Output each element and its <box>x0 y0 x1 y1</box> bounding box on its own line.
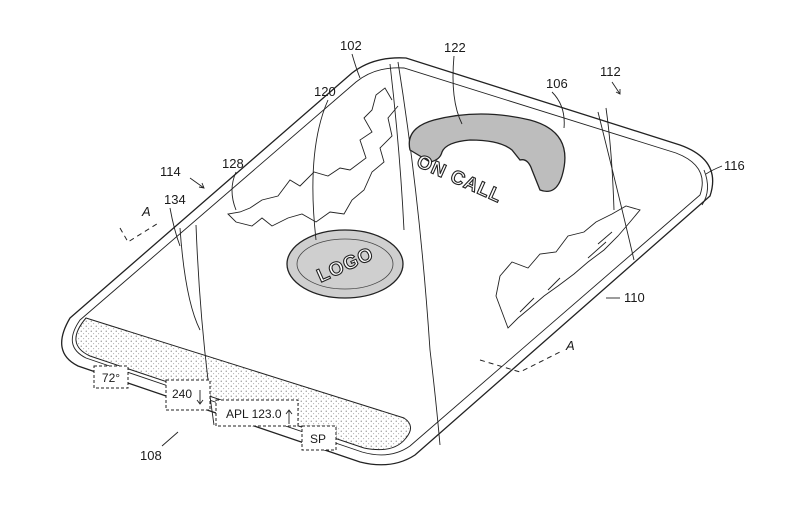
ref-116: 116 <box>724 158 745 173</box>
ref-120: 120 <box>314 84 336 99</box>
right-curve-line-2 <box>597 111 635 261</box>
up-arrow-icon <box>285 409 293 424</box>
ticker-value: APL 123.0 <box>226 407 282 421</box>
center-curve-line <box>397 61 441 446</box>
leader-116 <box>705 165 723 175</box>
section-line-right <box>479 351 561 373</box>
leader-112 <box>611 81 621 95</box>
right-edge-line <box>701 169 708 206</box>
leader-120 <box>312 99 329 241</box>
ref-122: 122 <box>444 40 466 55</box>
leader-122 <box>452 55 463 125</box>
logo-ellipse <box>286 229 404 299</box>
left-curve-line-2 <box>195 224 215 426</box>
leader-102 <box>351 53 361 79</box>
ref-110: 110 <box>624 290 645 305</box>
device-inner-outline <box>71 67 703 456</box>
leader-134 <box>169 207 181 247</box>
device-outer-outline <box>61 57 714 466</box>
map-hatching-right <box>519 231 613 313</box>
section-marker-bottom-right: A <box>565 338 575 353</box>
ticker-box <box>215 399 299 427</box>
left-curve-line <box>179 227 201 331</box>
section-marker-top-left: A <box>141 204 151 219</box>
map-coastline-top <box>227 87 399 227</box>
altitude-box <box>165 379 211 411</box>
ref-128: 128 <box>222 156 244 171</box>
ref-102: 102 <box>340 38 362 53</box>
leader-114 <box>189 177 205 189</box>
right-curve-line <box>605 107 615 211</box>
map-coastline-right <box>495 205 641 329</box>
ref-114: 114 <box>160 164 181 179</box>
leader-106 <box>551 91 565 129</box>
sp-box <box>301 425 337 451</box>
sp-value: SP <box>310 432 326 446</box>
ref-134: 134 <box>164 192 186 207</box>
temperature-value: 72° <box>102 371 120 385</box>
down-arrow-icon <box>196 390 204 405</box>
leader-128 <box>231 171 237 211</box>
section-line-left <box>119 221 161 243</box>
ref-108: 108 <box>140 448 162 463</box>
altitude-value: 240 <box>172 387 192 401</box>
on-call-label: ON CALL <box>413 151 505 207</box>
ref-112: 112 <box>600 64 621 79</box>
logo-ellipse-inner <box>296 238 394 290</box>
bottom-display-region <box>75 317 411 451</box>
center-curve-line-2 <box>389 63 405 231</box>
ref-106: 106 <box>546 76 568 91</box>
phone-handset-icon <box>408 113 566 193</box>
temperature-box <box>93 365 129 389</box>
leader-108 <box>161 431 179 447</box>
